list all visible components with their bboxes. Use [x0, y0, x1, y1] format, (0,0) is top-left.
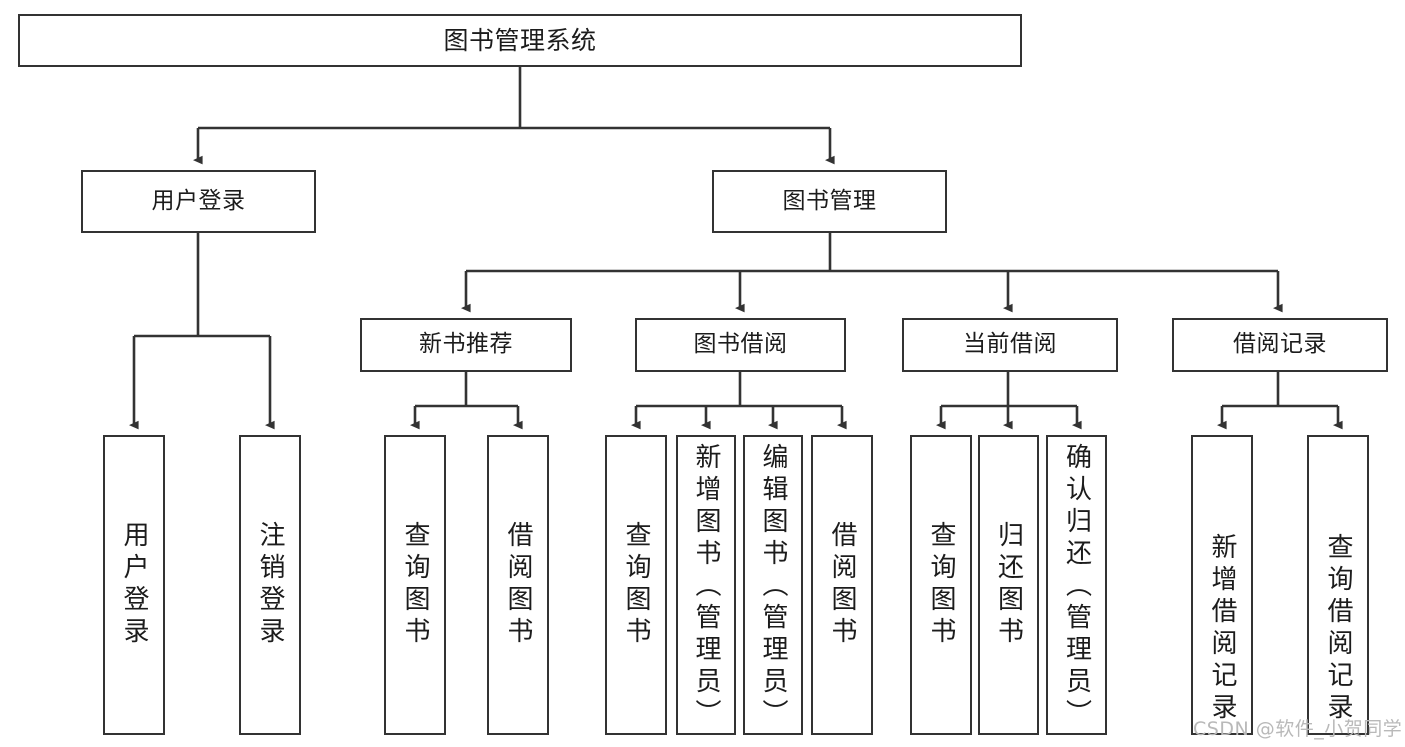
node-label: 图书管理系统 — [443, 25, 597, 55]
csdn-watermark: CSDN @软件_小贺同学 — [1193, 718, 1403, 740]
node-label: 新增借阅记录 — [1207, 533, 1237, 725]
leaf-user-login[interactable]: 用户登录 — [103, 435, 165, 735]
leaf-return-book[interactable]: 归还图书 — [978, 435, 1039, 735]
leaf-add-book-admin[interactable]: 新增图书（管理员） — [676, 435, 736, 735]
node-label: 归还图书 — [993, 521, 1024, 649]
leaf-borrow-book[interactable]: 借阅图书 — [811, 435, 873, 735]
node-label: 图书管理 — [782, 187, 877, 214]
node-label: 当前借阅 — [963, 331, 1057, 358]
node-label: 查询图书 — [400, 521, 430, 649]
leaf-add-borrow-record[interactable]: 新增借阅记录 — [1191, 435, 1253, 735]
node-label: 用户登录 — [151, 187, 246, 214]
leaf-edit-book-admin[interactable]: 编辑图书（管理员） — [743, 435, 803, 735]
leaf-confirm-return-admin[interactable]: 确认归还（管理员） — [1046, 435, 1107, 735]
node-label: 借阅图书 — [827, 521, 857, 649]
node-label: 新书推荐 — [419, 331, 513, 358]
node-label: 查询借阅记录 — [1323, 533, 1353, 725]
leaf-query-book-borrow[interactable]: 查询图书 — [605, 435, 667, 735]
leaf-query-book-recommend[interactable]: 查询图书 — [384, 435, 446, 735]
leaf-logout[interactable]: 注销登录 — [239, 435, 301, 735]
node-user-login[interactable]: 用户登录 — [81, 170, 316, 233]
node-label: 查询图书 — [926, 521, 956, 649]
node-label: 借阅记录 — [1233, 331, 1327, 358]
node-label: 查询图书 — [621, 521, 651, 649]
node-label: 注销登录 — [255, 521, 285, 649]
node-current-borrow[interactable]: 当前借阅 — [902, 318, 1118, 372]
node-label: 用户登录 — [119, 521, 149, 649]
node-label: 图书借阅 — [693, 331, 788, 358]
node-book-borrow[interactable]: 图书借阅 — [635, 318, 846, 372]
node-label: 借阅图书 — [503, 521, 533, 649]
node-label: 确认归还（管理员） — [1061, 443, 1092, 731]
leaf-query-borrow-record[interactable]: 查询借阅记录 — [1307, 435, 1369, 735]
node-borrow-record[interactable]: 借阅记录 — [1172, 318, 1388, 372]
leaf-borrow-book-recommend[interactable]: 借阅图书 — [487, 435, 549, 735]
node-label: 编辑图书（管理员） — [758, 443, 788, 731]
node-new-book-recommend[interactable]: 新书推荐 — [360, 318, 572, 372]
node-root-book-management-system[interactable]: 图书管理系统 — [18, 14, 1022, 67]
leaf-query-book-current[interactable]: 查询图书 — [910, 435, 972, 735]
node-book-management[interactable]: 图书管理 — [712, 170, 947, 233]
node-label: 新增图书（管理员） — [691, 443, 721, 731]
